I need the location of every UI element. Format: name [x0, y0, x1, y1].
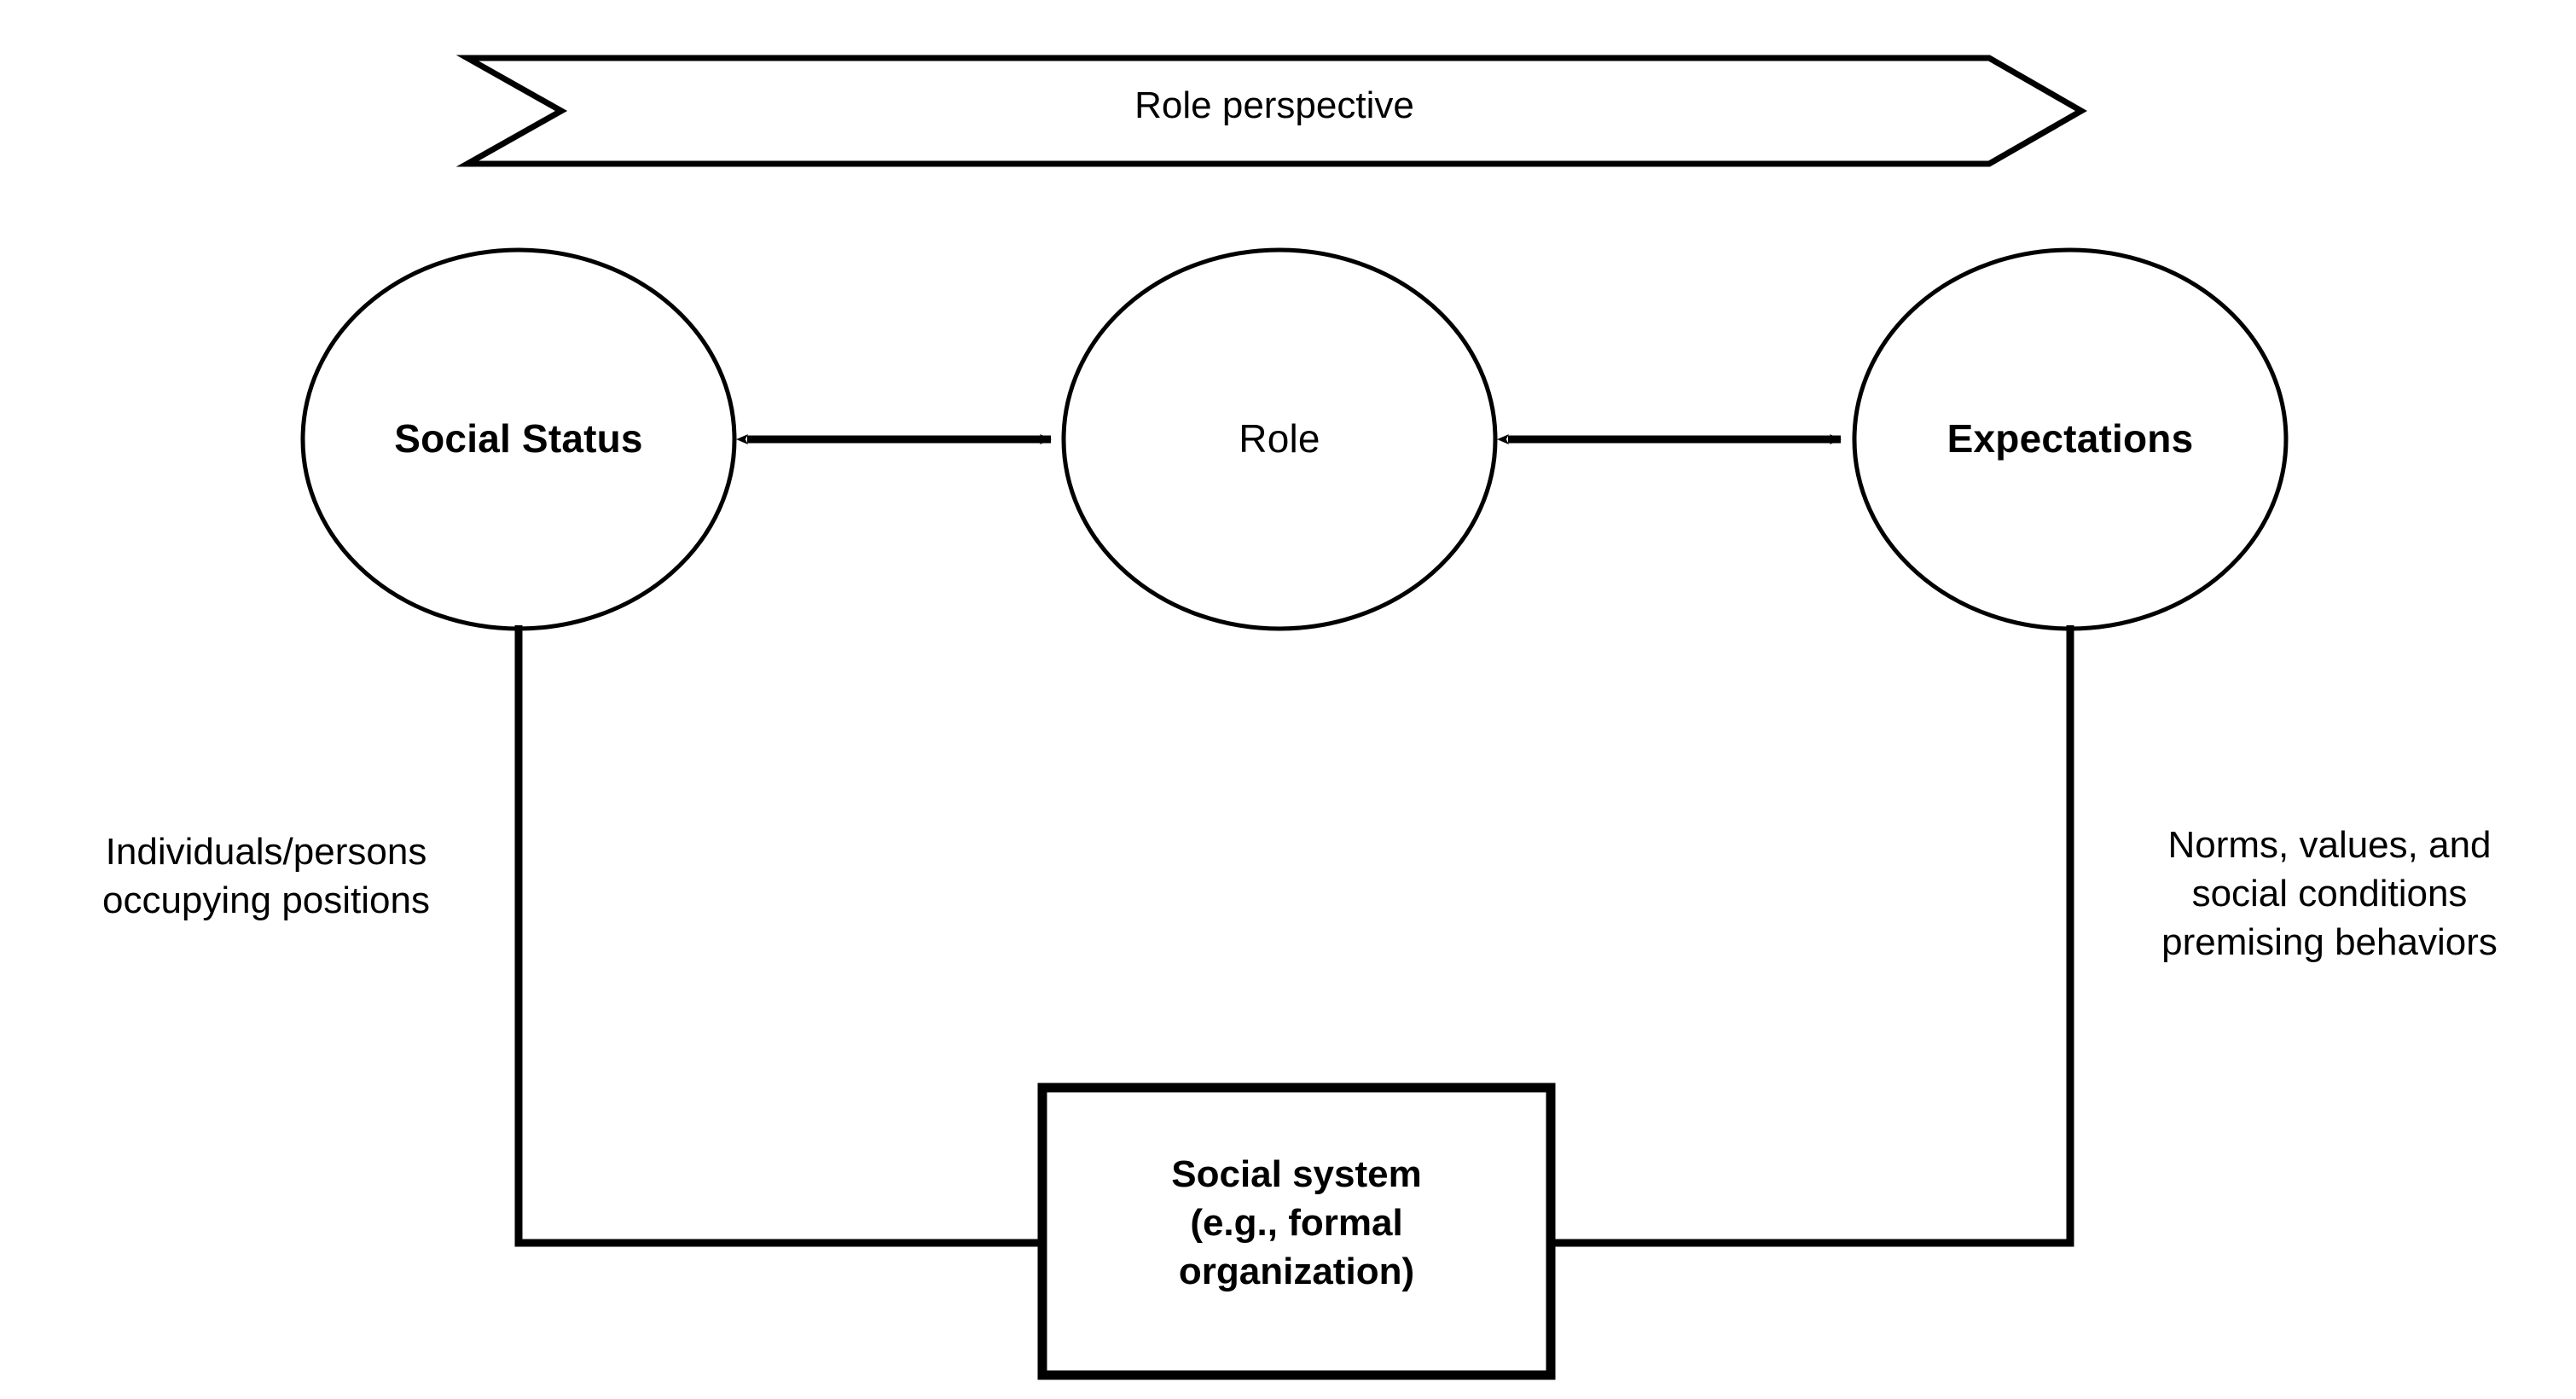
node-label-social-status: Social Status	[394, 416, 643, 461]
node-box-social-system[interactable]	[1037, 1083, 1556, 1380]
banner-label: Role perspective	[1134, 84, 1414, 126]
node-circle-role[interactable]	[1061, 247, 1498, 631]
annotation-right-norms-values-social-conditions: Norms, values, and social conditions pre…	[2161, 824, 2498, 964]
connector-social-status-to-social-system	[514, 625, 1046, 1247]
node-label-role: Role	[1239, 416, 1320, 461]
node-label-expectations: Expectations	[1947, 416, 2194, 461]
connector-expectations-to-social-system	[1547, 625, 2074, 1247]
role-perspective-banner	[467, 58, 2081, 164]
annotation-left-individuals-occupying-positions: Individuals/persons occupying positions	[102, 831, 430, 922]
node-label-social-system: Social system (e.g., formal organization…	[1171, 1153, 1422, 1293]
